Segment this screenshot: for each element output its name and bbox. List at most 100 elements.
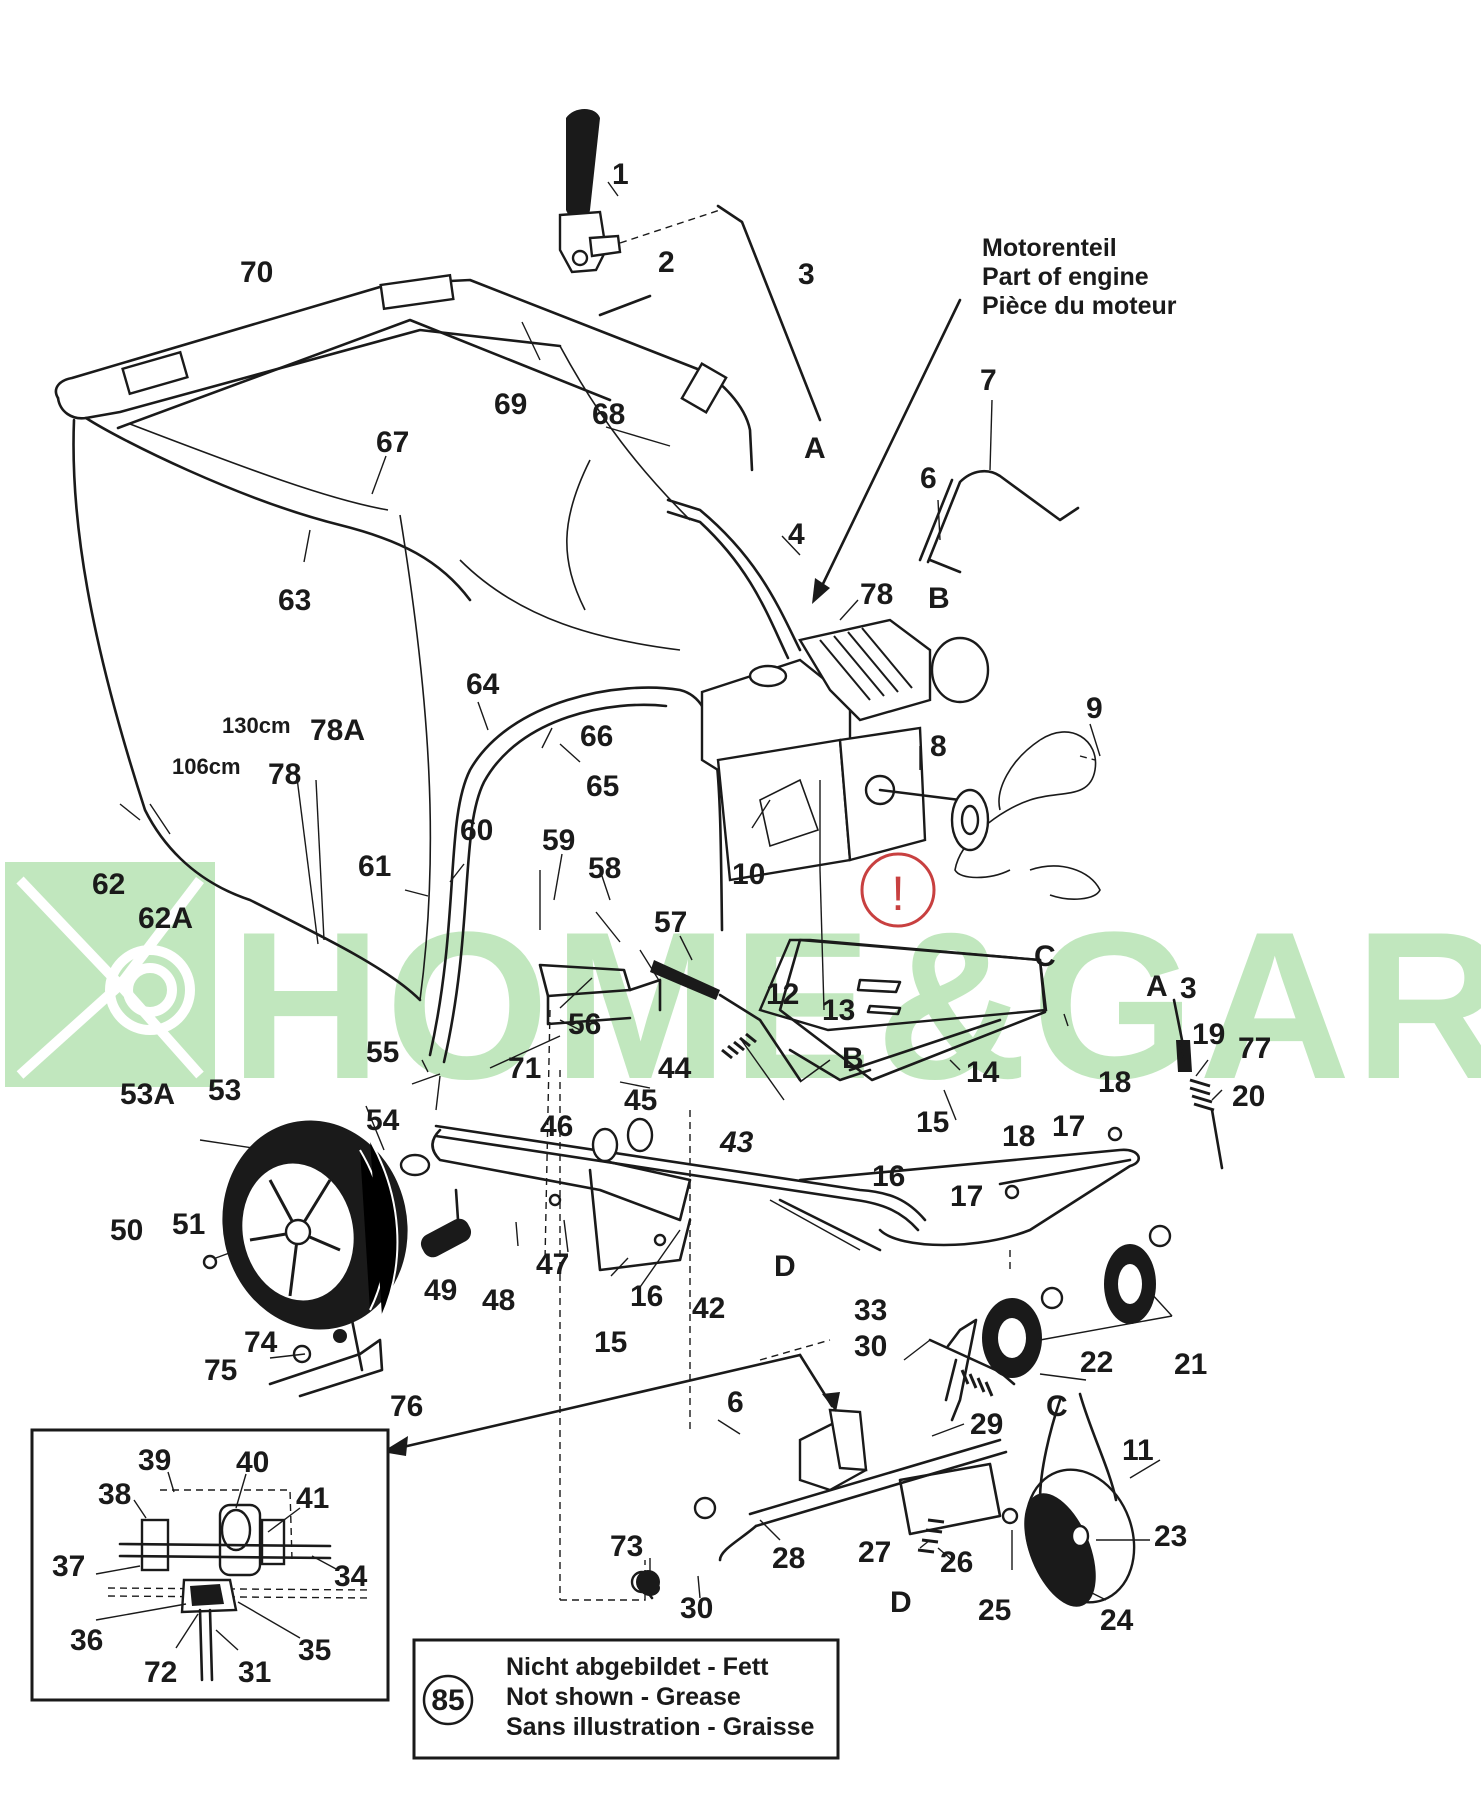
callout-21: 21 bbox=[1174, 1348, 1207, 1381]
callout-39: 39 bbox=[138, 1444, 171, 1477]
callout-16: 16 bbox=[872, 1160, 905, 1193]
legend-number-circle bbox=[422, 1674, 474, 1726]
rear-wheel bbox=[202, 1120, 408, 1330]
ref-a-top: A bbox=[804, 432, 826, 465]
ref-a-right: A bbox=[1146, 970, 1168, 1003]
warning-marker: ! bbox=[860, 852, 936, 928]
callout-31: 31 bbox=[238, 1656, 271, 1689]
callout-67: 67 bbox=[376, 426, 409, 459]
callout-37: 37 bbox=[52, 1550, 85, 1583]
callout-10: 10 bbox=[732, 858, 765, 891]
callout-54: 54 bbox=[366, 1104, 400, 1137]
throttle-handle-assembly bbox=[558, 109, 822, 422]
callout-6: 6 bbox=[920, 462, 937, 495]
callout-34: 34 bbox=[334, 1560, 368, 1593]
callout-7: 7 bbox=[980, 364, 997, 397]
callout-28: 28 bbox=[772, 1542, 805, 1575]
callout-72: 72 bbox=[144, 1656, 177, 1689]
callout-30b: 30 bbox=[680, 1592, 713, 1625]
callout-75: 75 bbox=[204, 1354, 237, 1387]
callout-8: 8 bbox=[930, 730, 947, 763]
callout-69: 69 bbox=[494, 388, 527, 421]
ref-b-mid: B bbox=[842, 1042, 864, 1075]
callout-40: 40 bbox=[236, 1446, 269, 1479]
callout-71: 71 bbox=[508, 1052, 541, 1085]
callout-46: 46 bbox=[540, 1110, 573, 1143]
callout-23: 23 bbox=[1154, 1520, 1187, 1553]
watermark-logo-rays bbox=[16, 876, 204, 1079]
callout-4: 4 bbox=[788, 518, 805, 551]
legend-line-en: Not shown - Grease bbox=[506, 1683, 741, 1711]
callout-58: 58 bbox=[588, 852, 621, 885]
bag-length-106: 106cm bbox=[172, 754, 241, 779]
callout-78a: 78A bbox=[310, 714, 365, 747]
callout-2: 2 bbox=[658, 246, 675, 279]
tyre-tread bbox=[359, 1139, 399, 1317]
callout-57: 57 bbox=[654, 906, 687, 939]
callout-77: 77 bbox=[1238, 1032, 1271, 1065]
callout-50: 50 bbox=[110, 1214, 143, 1247]
callout-leaders bbox=[119, 321, 1223, 1601]
callout-27: 27 bbox=[858, 1536, 891, 1569]
ref-c-bottom: C bbox=[1046, 1390, 1068, 1423]
pointer-arrows bbox=[382, 1353, 840, 1456]
callout-14: 14 bbox=[966, 1056, 1000, 1089]
ref-d-bottom: D bbox=[890, 1586, 912, 1619]
callout-62a: 62A bbox=[138, 902, 193, 935]
callout-44: 44 bbox=[658, 1052, 692, 1085]
callout-63: 63 bbox=[278, 584, 311, 617]
watermark-text: HOME&GARDEN bbox=[230, 888, 1481, 1123]
callout-48: 48 bbox=[482, 1284, 515, 1317]
callout-62: 62 bbox=[92, 868, 125, 901]
callout-20: 20 bbox=[1232, 1080, 1265, 1113]
callout-76: 76 bbox=[390, 1390, 423, 1423]
warning-mark: ! bbox=[891, 868, 904, 921]
wheel-bracket bbox=[268, 1318, 384, 1398]
connection-refs: A A B B C C D D bbox=[774, 432, 1168, 1619]
callout-17: 17 bbox=[1052, 1110, 1085, 1143]
callout-18: 18 bbox=[1098, 1066, 1131, 1099]
callout-49: 49 bbox=[424, 1274, 457, 1307]
legend-number: 85 bbox=[431, 1684, 464, 1717]
callout-numbers: 1 2 3 3 4 6 6 7 8 9 10 11 12 13 14 15 15… bbox=[52, 158, 1271, 1689]
callout-17b: 17 bbox=[950, 1180, 983, 1213]
callout-65: 65 bbox=[586, 770, 619, 803]
grease-legend-box: 85 Nicht abgebildet - Fett Not shown - G… bbox=[412, 1638, 840, 1760]
callout-42: 42 bbox=[692, 1292, 725, 1325]
callout-55: 55 bbox=[366, 1036, 399, 1069]
callout-56: 56 bbox=[568, 1008, 601, 1041]
callout-74: 74 bbox=[244, 1326, 278, 1359]
impeller-fan bbox=[950, 731, 1101, 900]
belt-tension-spring bbox=[960, 1369, 994, 1397]
ref-b-top: B bbox=[928, 582, 950, 615]
callout-24: 24 bbox=[1100, 1604, 1134, 1637]
callout-19: 19 bbox=[1192, 1018, 1225, 1051]
callout-60: 60 bbox=[460, 814, 493, 847]
callout-70: 70 bbox=[240, 256, 273, 289]
legend-line-fr: Sans illustration - Graisse bbox=[506, 1713, 815, 1741]
callout-3: 3 bbox=[798, 258, 815, 291]
callout-61: 61 bbox=[358, 850, 391, 883]
callout-59: 59 bbox=[542, 824, 575, 857]
callout-33: 33 bbox=[854, 1294, 887, 1327]
callout-47: 47 bbox=[536, 1248, 569, 1281]
callout-12: 12 bbox=[766, 978, 799, 1011]
callout-18b: 18 bbox=[1002, 1120, 1035, 1153]
legend-line-de: Nicht abgebildet - Fett bbox=[506, 1653, 769, 1681]
callout-78b: 78 bbox=[268, 758, 301, 791]
callout-45: 45 bbox=[624, 1084, 657, 1117]
callout-38: 38 bbox=[98, 1478, 131, 1511]
callout-51: 51 bbox=[172, 1208, 205, 1241]
engine-note-de: Motorenteil bbox=[982, 234, 1117, 262]
callout-29: 29 bbox=[970, 1408, 1003, 1441]
callout-15: 15 bbox=[916, 1106, 949, 1139]
engine-part-note: Motorenteil Part of engine Pièce du mote… bbox=[982, 234, 1177, 320]
engine-cooling-fins bbox=[819, 627, 913, 701]
belt-guard bbox=[918, 399, 1080, 574]
callout-53a: 53A bbox=[120, 1078, 175, 1111]
collection-bag-assembly bbox=[54, 273, 802, 1064]
ref-c-top: C bbox=[1034, 940, 1056, 973]
callout-3b: 3 bbox=[1180, 972, 1197, 1005]
engine-assembly bbox=[700, 298, 990, 1011]
